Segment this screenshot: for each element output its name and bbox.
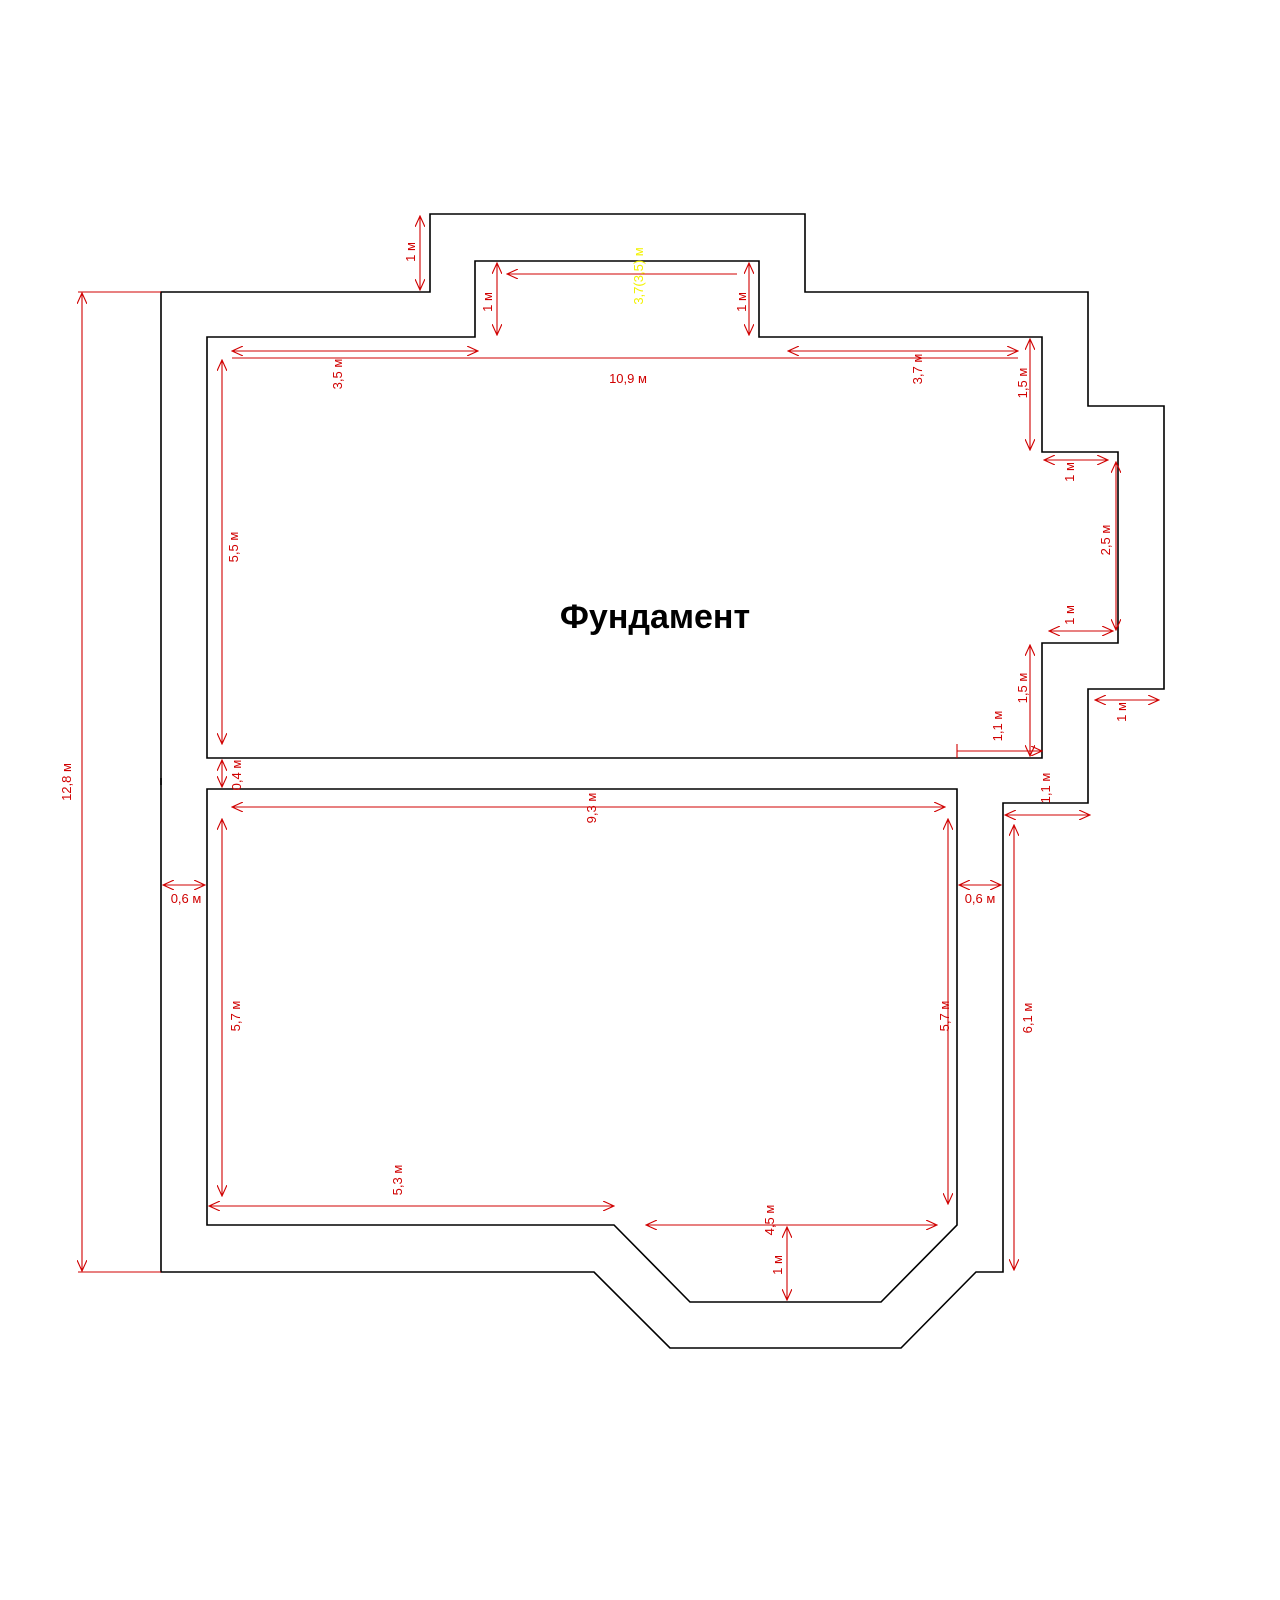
dimension-label: 1,1 м bbox=[990, 711, 1005, 742]
dimension-labels: 1 м 1 м 3,7(3,5) м 1 м 3,5 м 10,9 м 3,7 … bbox=[59, 242, 1129, 1275]
dimension-label: 3,7(3,5) м bbox=[631, 247, 646, 304]
lower-room-outline bbox=[206, 788, 958, 1303]
dimension-label: 4,5 м bbox=[762, 1205, 777, 1236]
dimension-label: 1,1 м bbox=[1038, 773, 1053, 804]
dimension-label: 9,3 м bbox=[584, 793, 599, 824]
dimension-label: 12,8 м bbox=[59, 763, 74, 801]
dimension-label: 3,7 м bbox=[910, 354, 925, 385]
dimension-label: 1 м bbox=[1062, 605, 1077, 625]
dimension-lines bbox=[78, 216, 1159, 1300]
dimension-label: 6,1 м bbox=[1020, 1003, 1035, 1034]
upper-room-outline bbox=[206, 260, 1119, 759]
dimension-label: 0,6 м bbox=[171, 891, 202, 906]
dimension-label: 1 м bbox=[1062, 462, 1077, 482]
dimension-label: 2,5 м bbox=[1098, 525, 1113, 556]
dimension-label: 1,5 м bbox=[1015, 368, 1030, 399]
dimension-label: 5,7 м bbox=[937, 1001, 952, 1032]
dimension-label: 1,5 м bbox=[1015, 673, 1030, 704]
dimension-label: 1 м bbox=[480, 292, 495, 312]
dimension-label: 5,3 м bbox=[390, 1165, 405, 1196]
dimension-label: 1 м bbox=[770, 1255, 785, 1275]
dimension-label: 5,5 м bbox=[226, 532, 241, 563]
dimension-label: 0,4 м bbox=[229, 760, 244, 791]
outer-wall-outline bbox=[160, 213, 1165, 1349]
dimension-label: 1 м bbox=[403, 242, 418, 262]
dimension-label: 1 м bbox=[1114, 702, 1129, 722]
dimension-label: 1 м bbox=[734, 292, 749, 312]
dimension-label: 10,9 м bbox=[609, 371, 647, 386]
dimension-label: 3,5 м bbox=[330, 359, 345, 390]
plan-title: Фундамент bbox=[560, 598, 750, 636]
dimension-label: 0,6 м bbox=[965, 891, 996, 906]
dimension-label: 5,7 м bbox=[228, 1001, 243, 1032]
